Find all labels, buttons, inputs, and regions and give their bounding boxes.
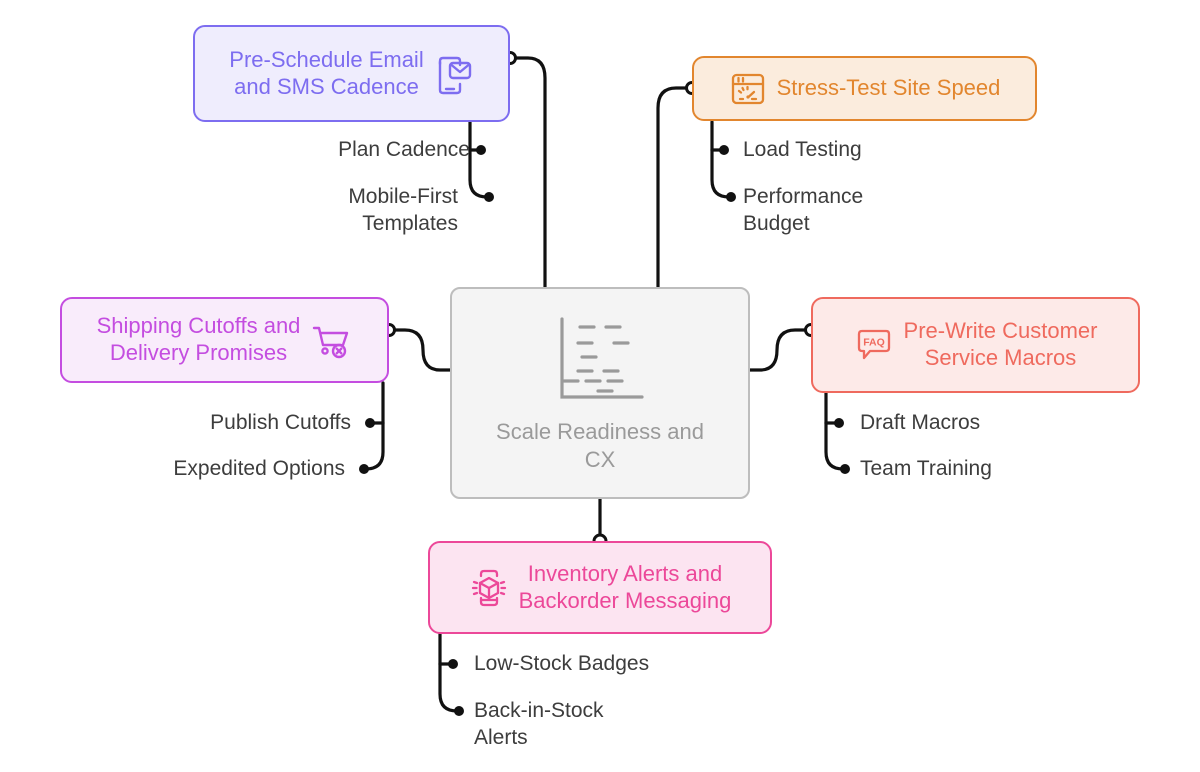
- sub-site-speed-2: Performance Budget: [743, 185, 864, 235]
- link-branch-macros-2: [824, 421, 845, 471]
- link-center-macros: [748, 328, 813, 372]
- link-branch-email-2: [468, 148, 489, 199]
- link-center-email-sms: [508, 56, 547, 289]
- node-site-speed-label: Stress-Test Site Speed: [776, 75, 1001, 101]
- cart-remove-icon: [310, 320, 352, 360]
- node-site-speed[interactable]: Stress-Test Site Speed: [692, 56, 1037, 121]
- sub-macros-1: Draft Macros: [860, 411, 981, 434]
- link-branch-speed-2: [710, 148, 731, 199]
- faq-bubble-icon: FAQ: [854, 326, 894, 364]
- node-cs-macros-label: Pre-Write Customer Service Macros: [903, 318, 1098, 370]
- package-alert-icon: [469, 567, 509, 609]
- link-center-shipping: [387, 328, 452, 372]
- node-email-sms[interactable]: Pre-Schedule Email and SMS Cadence: [193, 25, 510, 122]
- sub-inventory-1: Low-Stock Badges: [474, 652, 650, 675]
- node-cs-macros[interactable]: FAQ Pre-Write Customer Service Macros: [811, 297, 1140, 393]
- sub-email-sms-1: Plan Cadence: [338, 138, 470, 161]
- node-inventory-alerts[interactable]: Inventory Alerts and Backorder Messaging: [428, 541, 772, 634]
- sub-inventory-2: Back-in-Stock Alerts: [474, 699, 604, 749]
- browser-speedometer-icon: [729, 70, 767, 108]
- sub-shipping-1: Publish Cutoffs: [210, 411, 351, 434]
- node-shipping-cutoffs-label: Shipping Cutoffs and Delivery Promises: [96, 313, 301, 365]
- sub-shipping-2: Expedited Options: [173, 457, 345, 480]
- link-branch-shipping-2: [364, 421, 385, 471]
- link-center-site-speed: [656, 86, 694, 289]
- sub-email-sms-2: Mobile-First Templates: [348, 185, 458, 235]
- node-email-sms-label: Pre-Schedule Email and SMS Cadence: [229, 46, 424, 99]
- sub-macros-2: Team Training: [860, 457, 992, 480]
- mobile-email-icon: [434, 52, 474, 96]
- link-branch-inventory-2: [438, 662, 459, 713]
- sub-site-speed-1: Load Testing: [743, 138, 862, 161]
- svg-text:FAQ: FAQ: [863, 337, 885, 349]
- chart-dashes-icon: [552, 313, 648, 408]
- center-node[interactable]: Scale Readiness and CX: [450, 287, 750, 499]
- center-title: Scale Readiness and CX: [496, 419, 704, 472]
- node-shipping-cutoffs[interactable]: Shipping Cutoffs and Delivery Promises: [60, 297, 389, 383]
- node-inventory-alerts-label: Inventory Alerts and Backorder Messaging: [518, 560, 732, 613]
